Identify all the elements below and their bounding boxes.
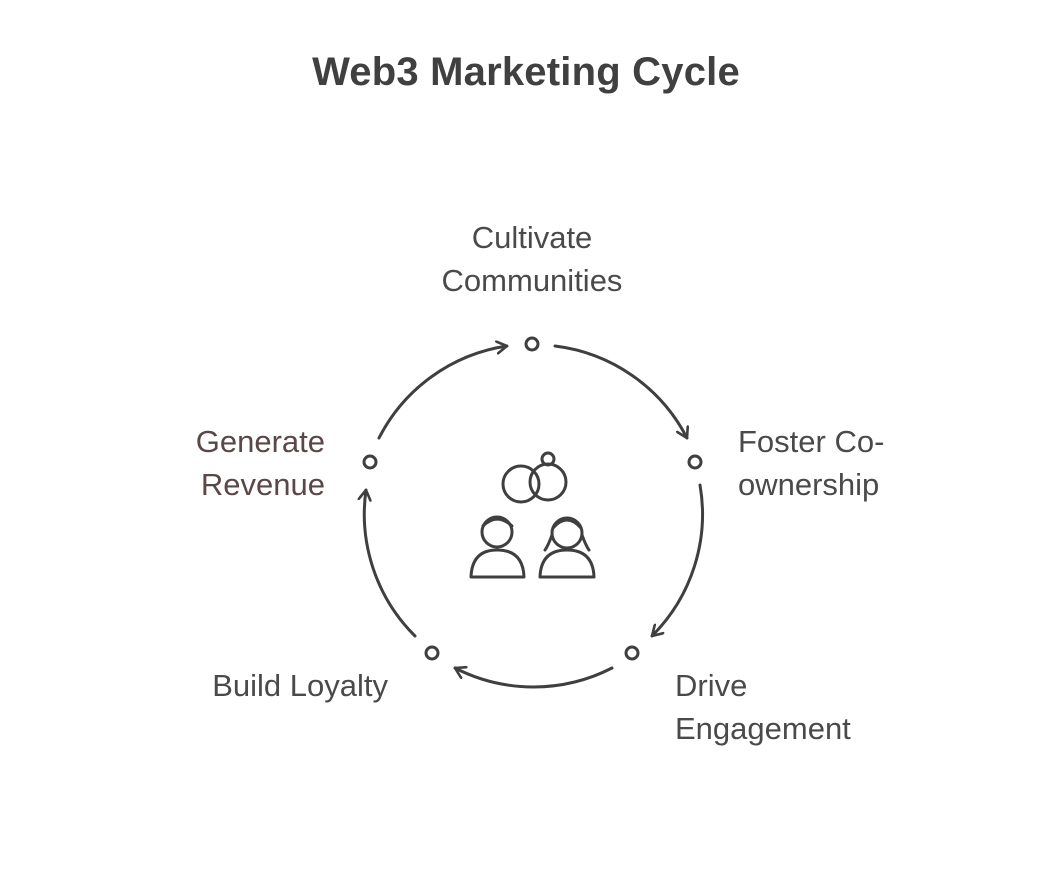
community-icon — [469, 451, 596, 579]
node-circle-icon — [687, 454, 703, 470]
arrow-communities-to-coownership — [553, 344, 687, 440]
person-woman-icon — [538, 516, 596, 579]
stage-label-line: Drive — [675, 668, 748, 703]
stage-label-line: Engagement — [675, 711, 851, 746]
node-circle-icon — [362, 454, 378, 470]
stage-label-line: Revenue — [200, 467, 325, 502]
stage-label-cultivate-communities: Cultivate Communities — [412, 216, 652, 302]
arrow-coownership-to-engagement — [650, 483, 704, 638]
stage-label-line: Cultivate — [471, 220, 593, 255]
stage-label-line: ownership — [738, 467, 880, 502]
cycle-arrows — [364, 344, 704, 689]
node-circle-icon — [624, 645, 640, 661]
stage-label-line: Foster Co- — [738, 424, 885, 459]
person-man-icon — [469, 515, 526, 579]
stage-label-line: Generate — [195, 424, 325, 459]
arrow-engagement-to-loyalty — [453, 668, 614, 689]
stage-label-generate-revenue: Generate Revenue — [120, 420, 325, 506]
node-circle-icon — [524, 336, 540, 352]
stage-label-foster-coownership: Foster Co- ownership — [738, 420, 884, 506]
diagram-title: Web3 Marketing Cycle — [312, 50, 740, 94]
node-circle-icon — [424, 645, 440, 661]
stage-label-line: Communities — [441, 263, 623, 298]
linked-rings-icon — [501, 451, 568, 504]
stage-label-line: Build Loyalty — [212, 668, 388, 703]
arrow-loyalty-to-revenue — [364, 488, 417, 638]
stage-label-build-loyalty: Build Loyalty — [150, 664, 388, 707]
arrow-revenue-to-communities — [377, 346, 509, 440]
stage-label-drive-engagement: Drive Engagement — [675, 664, 851, 750]
cycle-nodes — [362, 336, 703, 661]
